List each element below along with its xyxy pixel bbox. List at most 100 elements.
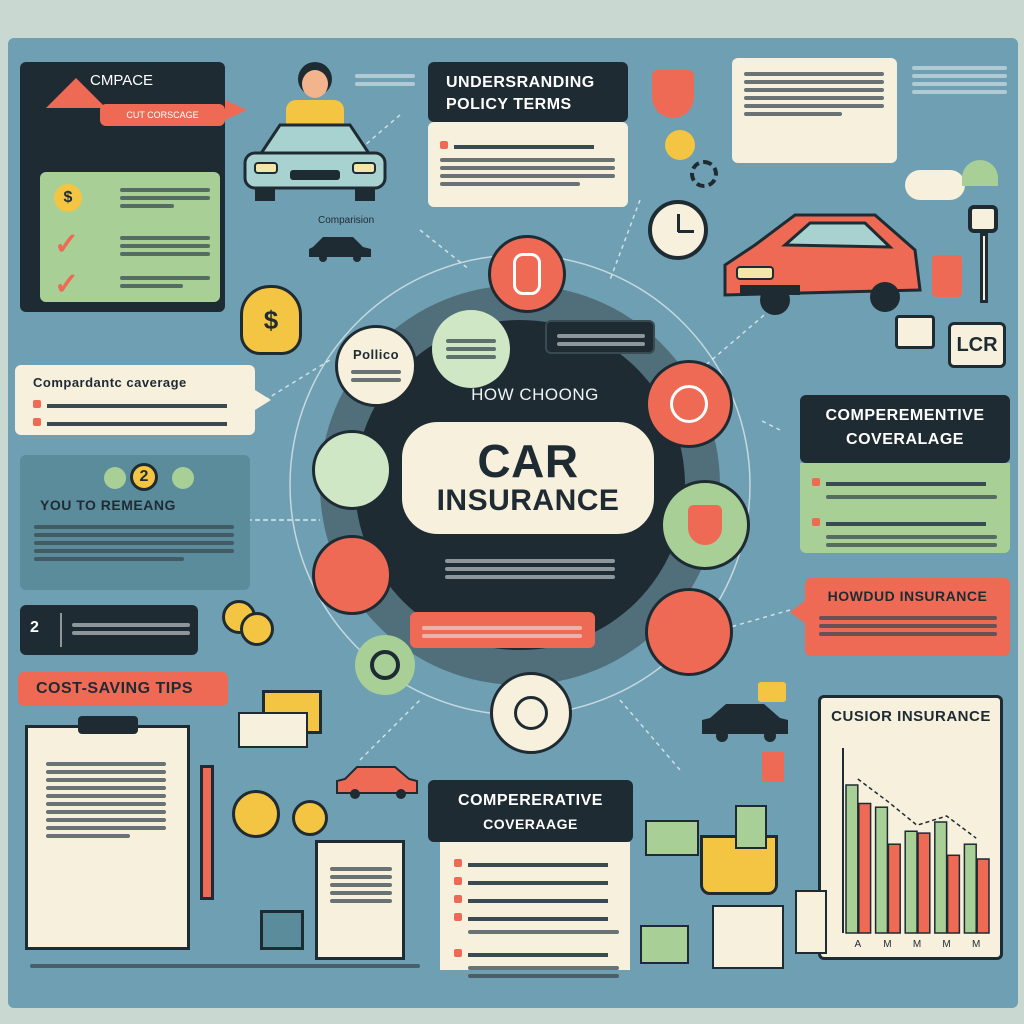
tv-icon xyxy=(895,315,935,349)
key-fob-node xyxy=(488,235,566,313)
card-icon xyxy=(238,712,308,748)
clipboard-icon xyxy=(25,716,190,950)
cash-stack-icon xyxy=(735,805,767,849)
step-2-card: 2 xyxy=(20,605,198,655)
small-car-icon xyxy=(309,237,371,262)
x-tick-label: M xyxy=(972,939,980,950)
clock-icon xyxy=(648,200,708,260)
policy-terms-header: UNDERSRANDING POLICY TERMS xyxy=(428,62,628,122)
x-tick-label: M xyxy=(883,939,891,950)
policy-terms-title-1: UNDERSRANDING xyxy=(446,74,595,91)
coin-icon xyxy=(172,467,194,489)
note-card xyxy=(732,58,897,163)
text-lines xyxy=(120,232,210,260)
dollar-coin-icon: $ xyxy=(54,184,82,212)
shield-icon xyxy=(652,70,694,118)
mini-doc-icon xyxy=(795,890,827,954)
howdud-title: HOWDUD INSURANCE xyxy=(827,588,988,604)
cmpace-banner: CUT CORSCAGE xyxy=(100,104,225,126)
x-tick-label: M xyxy=(913,939,921,950)
coin-icon xyxy=(665,130,695,160)
house-roof-icon xyxy=(46,78,106,108)
policy-terms-title-2: POLICY TERMS xyxy=(446,96,572,113)
x-tick-label: A xyxy=(854,939,861,950)
red-car-icon xyxy=(723,213,922,315)
policies-node: Pollico xyxy=(335,325,417,407)
text-lines xyxy=(120,184,210,212)
umbrella-icon xyxy=(962,160,998,186)
receipt-icon xyxy=(712,905,784,969)
howdud-card: HOWDUD INSURANCE xyxy=(805,578,1010,656)
comprehensive-coverage-card: Compardantc caverage xyxy=(15,365,255,435)
comperementive-title-1: COMPEREMENTIVE xyxy=(825,407,985,424)
badge-icon xyxy=(758,682,786,702)
gear-icon xyxy=(690,160,718,188)
red-small-car-icon xyxy=(336,766,418,799)
cmpace-card: CMPACE $ ✓ ✓ xyxy=(20,62,225,312)
document-icon xyxy=(315,840,405,960)
money-bag-icon: $ xyxy=(240,285,302,355)
policies-node-title: Pollico xyxy=(352,346,400,362)
hand-node xyxy=(645,588,733,676)
bar xyxy=(874,806,889,934)
bar xyxy=(976,858,990,934)
comperative-title-2: COVERAAGE xyxy=(483,816,578,832)
center-title-insurance: INSURANCE xyxy=(436,484,620,517)
pointer-icon xyxy=(790,600,806,624)
comperative-title-1: COMPERERATIVE xyxy=(458,792,603,809)
cmpace-list: $ ✓ ✓ xyxy=(40,172,220,302)
comperementive-header: COMPEREMENTIVE COVERALAGE xyxy=(800,395,1010,463)
bar xyxy=(858,802,872,934)
x-tick-label: M xyxy=(942,939,950,950)
step-number-badge: 2 xyxy=(130,463,158,491)
globe-node xyxy=(645,360,733,448)
key-shaft xyxy=(980,233,988,303)
comperementive-body xyxy=(800,463,1010,553)
phone-icon xyxy=(932,255,962,297)
coin-icon xyxy=(104,467,126,489)
center-title-cloud: CAR INSURANCE xyxy=(398,418,658,538)
remeang-title: YOU TO REMEANG xyxy=(40,497,176,513)
note-lines xyxy=(912,62,1007,98)
center-banner xyxy=(410,612,595,648)
remeang-card: 2 YOU TO REMEANG xyxy=(20,455,250,590)
lcr-sign: LCR xyxy=(948,322,1006,368)
flame-node xyxy=(312,535,392,615)
cusior-chart-title: CUSIOR INSURANCE xyxy=(831,708,991,725)
center-title-car: CAR xyxy=(477,435,579,487)
person-icon xyxy=(280,62,350,126)
shield-node xyxy=(660,480,750,570)
footer-lines xyxy=(30,960,420,972)
cusior-chart-card: CUSIOR INSURANCE A M M M M xyxy=(818,695,1003,960)
cloud-icon xyxy=(905,170,965,200)
checkmark-icon: ✓ xyxy=(54,228,80,261)
bar xyxy=(946,854,961,934)
bottom-node xyxy=(490,672,572,754)
magnifier-node xyxy=(355,635,415,695)
cash-icon xyxy=(640,925,689,964)
policy-node-green xyxy=(432,310,510,388)
cost-saving-banner: COST-SAVING TIPS xyxy=(18,672,228,706)
text-lines xyxy=(120,272,210,292)
comperative-header: COMPERERATIVE COVERAAGE xyxy=(428,780,633,842)
pointer-icon xyxy=(255,390,271,410)
key-icon xyxy=(968,205,998,233)
checkmark-icon: ✓ xyxy=(54,268,80,301)
center-text-lines xyxy=(445,555,615,583)
bar xyxy=(904,830,918,934)
center-subtitle: HOW CHOONG xyxy=(471,385,599,404)
tag-icon xyxy=(762,752,784,782)
pencil-icon xyxy=(200,765,214,900)
comprehensive-coverage-title: Compardantc caverage xyxy=(33,375,187,390)
car-caption: Comparision xyxy=(318,215,375,226)
car-icon xyxy=(243,123,387,201)
policy-terms-body xyxy=(428,122,628,207)
bar xyxy=(845,784,859,934)
bar xyxy=(963,843,977,934)
chart-node xyxy=(312,430,392,510)
center-tag xyxy=(545,320,655,354)
handwritten-note xyxy=(355,70,415,90)
comperementive-title-2: COVERALAGE xyxy=(846,431,964,448)
cash-icon xyxy=(645,820,699,856)
